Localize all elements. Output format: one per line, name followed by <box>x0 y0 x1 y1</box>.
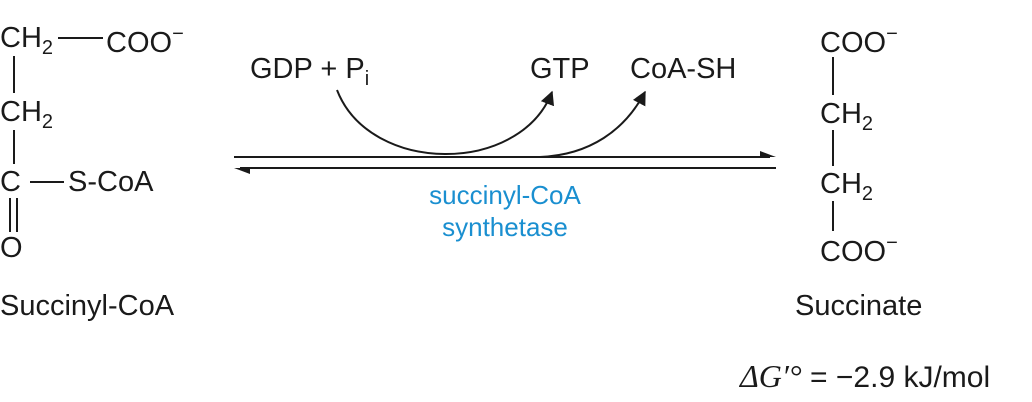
cofactor-gdp-pi: GDP + Pi <box>250 53 370 90</box>
delta-g-symbol: ΔG′° <box>740 358 802 394</box>
cofactor-coa-sh: CoA-SH <box>630 53 737 85</box>
forward-arrow-head <box>760 151 776 157</box>
product-ch2-a: CH2 <box>820 98 874 135</box>
reactant-ch2-middle: CH2 <box>0 96 54 133</box>
cofactor-gtp: GTP <box>530 53 590 85</box>
enzyme-name-line2: synthetase <box>442 212 568 242</box>
product-name: Succinate <box>795 290 923 322</box>
gdp-to-gtp-curved-arrow <box>336 89 554 155</box>
reactant-ch2-top: CH2 <box>0 22 54 59</box>
reactant-s-coa: S-CoA <box>68 166 154 198</box>
reactant-coo: COO− <box>106 23 184 59</box>
reactant-carbonyl-carbon: C <box>0 166 21 198</box>
delta-g-number: −2.9 kJ/mol <box>835 361 991 394</box>
delta-g-equals: = <box>810 361 828 394</box>
reactant-name: Succinyl-CoA <box>0 290 175 322</box>
enzyme-name-line1: succinyl-CoA <box>429 180 581 210</box>
reverse-arrow-head <box>234 168 250 174</box>
reactant-oxygen: O <box>0 232 23 264</box>
product-coo-top: COO− <box>820 23 898 59</box>
coa-sh-release-curved-arrow <box>539 90 646 158</box>
delta-g-value: ΔG′° = −2.9 kJ/mol <box>740 360 990 393</box>
product-ch2-b: CH2 <box>820 168 874 205</box>
product-coo-bottom: COO− <box>820 232 898 268</box>
